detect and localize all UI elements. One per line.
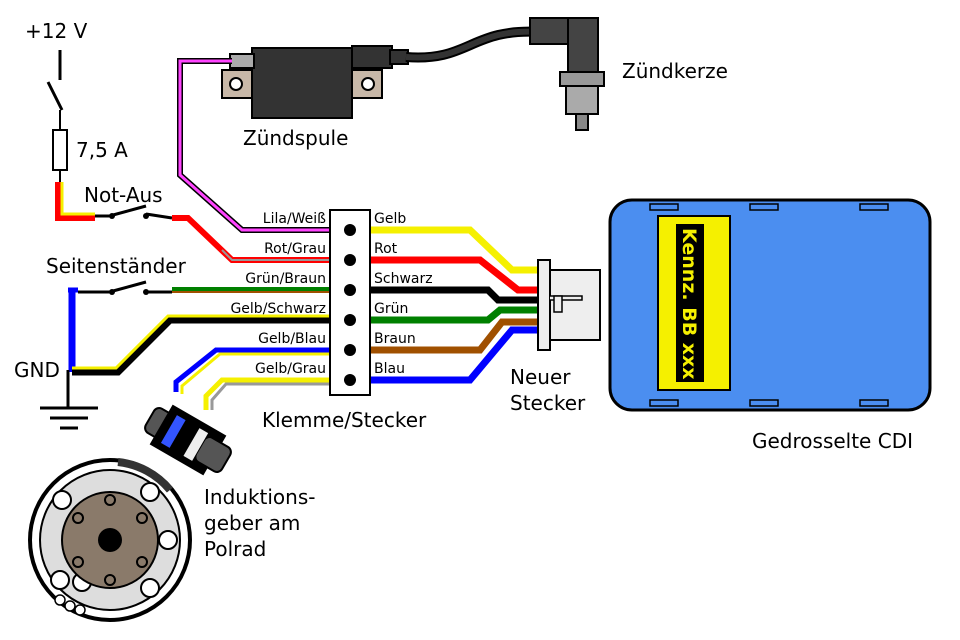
wire-label-left: Grün/Braun bbox=[245, 271, 326, 287]
spark-plug bbox=[529, 17, 605, 131]
terminal-block bbox=[329, 209, 371, 396]
wire-labels-left: Lila/Weiß Rot/Grau Grün/Braun Gelb/Schwa… bbox=[230, 211, 326, 377]
pickup-label-3: Polrad bbox=[204, 537, 266, 561]
pickup-label-2: geber am bbox=[204, 511, 300, 535]
side-stand-switch-symbol bbox=[112, 280, 147, 293]
ignition-coil bbox=[221, 45, 409, 119]
wire-label-right: Gelb bbox=[374, 211, 406, 227]
ignition-cable bbox=[405, 26, 541, 63]
new-connector-label-1: Neuer bbox=[510, 365, 571, 389]
cdi-badge-text: Kennz. BB xxx bbox=[678, 228, 700, 380]
wire-label-right: Braun bbox=[374, 331, 416, 347]
fuse-label: 7,5 A bbox=[76, 138, 128, 162]
wire-labels-right: Gelb Rot Schwarz Grün Braun Blau bbox=[374, 211, 433, 377]
wire-label-left: Gelb/Blau bbox=[258, 331, 326, 347]
pickup-sensor bbox=[144, 404, 232, 476]
cdi-unit: Kennz. BB xxx bbox=[608, 198, 932, 412]
wire-label-left: Gelb/Schwarz bbox=[230, 301, 326, 317]
new-connector bbox=[537, 259, 601, 351]
wire-label-right: Rot bbox=[374, 241, 398, 257]
cdi-label: Gedrosselte CDI bbox=[752, 429, 913, 453]
coil-label: Zündspule bbox=[243, 126, 348, 150]
wire-label-left: Rot/Grau bbox=[264, 241, 326, 257]
wire-label-right: Schwarz bbox=[374, 271, 433, 287]
wire-lila-weiss bbox=[177, 58, 350, 233]
side-stand-label: Seitenständer bbox=[46, 254, 187, 278]
kill-switch-label: Not-Aus bbox=[84, 183, 163, 207]
pickup-label-1: Induktions- bbox=[204, 485, 315, 509]
wires-left bbox=[72, 215, 350, 410]
side-stand-branch bbox=[78, 280, 172, 295]
terminal-label: Klemme/Stecker bbox=[262, 408, 427, 432]
wire-label-left: Lila/Weiß bbox=[263, 211, 326, 227]
fuse-symbol bbox=[52, 129, 68, 171]
main-switch bbox=[46, 81, 64, 111]
wire-label-left: Gelb/Grau bbox=[255, 361, 326, 377]
kill-switch-branch bbox=[55, 182, 173, 221]
kill-switch-symbol bbox=[112, 204, 147, 217]
supply-label: +12 V bbox=[25, 19, 88, 43]
ground-bus bbox=[40, 287, 98, 430]
spark-plug-label: Zündkerze bbox=[622, 59, 728, 83]
flywheel bbox=[28, 458, 192, 622]
wire-label-right: Grün bbox=[374, 301, 408, 317]
wire-label-right: Blau bbox=[374, 361, 405, 377]
ground-label: GND bbox=[14, 358, 60, 382]
wires-right bbox=[350, 226, 540, 384]
supply-branch bbox=[46, 50, 68, 182]
new-connector-label-2: Stecker bbox=[510, 391, 586, 415]
